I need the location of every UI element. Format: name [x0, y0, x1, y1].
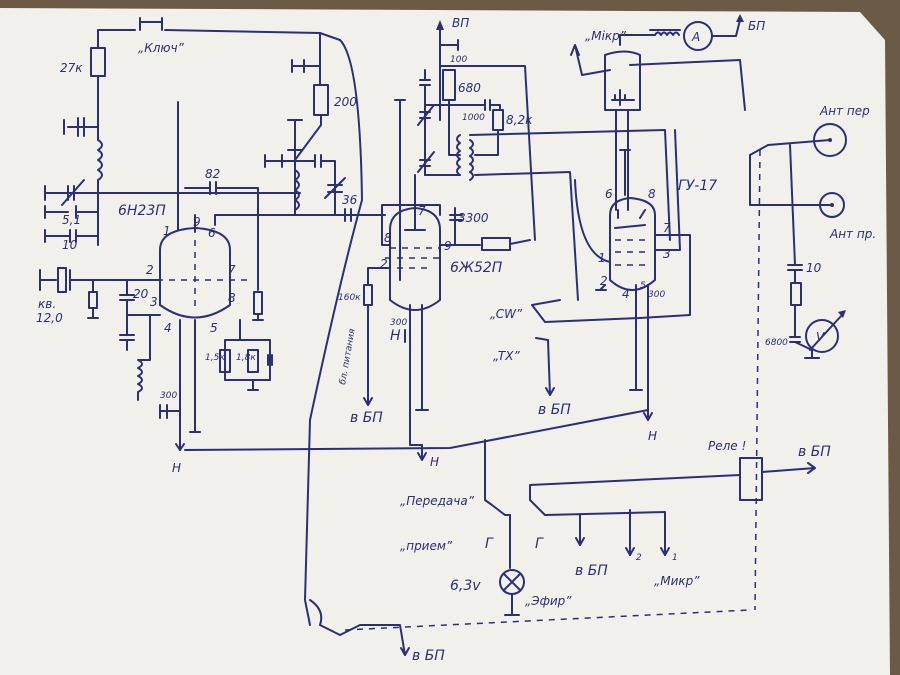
- svg-text:7: 7: [663, 221, 671, 235]
- svg-text:8: 8: [648, 187, 656, 201]
- c-20-label: 20: [133, 287, 149, 301]
- crystal-label: кв.: [38, 297, 56, 311]
- r-15k-label: 1,5к: [205, 353, 225, 363]
- c-100-label: 100: [450, 55, 467, 65]
- ammeter-label: A: [691, 30, 700, 44]
- antenna-rx-connector: [819, 192, 845, 218]
- c-10-ant-label: 10: [806, 261, 822, 275]
- voltmeter-label: V: [816, 330, 825, 344]
- voltmeter: [805, 319, 839, 353]
- svg-text:1: 1: [163, 224, 171, 238]
- svg-text:4: 4: [164, 321, 172, 335]
- to-psu-bottom: в БП: [412, 648, 445, 664]
- crystal: [57, 267, 67, 293]
- r-680-label: 680: [458, 81, 481, 95]
- svg-text:6: 6: [208, 226, 216, 240]
- svg-text:2: 2: [146, 263, 154, 277]
- c-1000-label: 1000: [462, 113, 485, 123]
- svg-text:6: 6: [605, 187, 613, 201]
- tube-pa-name: ГУ-17: [678, 178, 717, 194]
- to-psu-driver: в БП: [350, 410, 383, 426]
- r-160k-label: 160к: [338, 293, 361, 303]
- c-82-label: 82: [205, 167, 220, 181]
- svg-text:3: 3: [663, 247, 671, 261]
- g1-label: Г: [485, 536, 494, 552]
- on-air-label: „Эфир”: [525, 594, 572, 608]
- pa-stage: „Мікр” A БП 6 8 ГУ-17 7 3 1 2 4 5 300 Н: [184, 14, 765, 451]
- c-6800-label: 6800: [765, 338, 788, 348]
- svg-text:4: 4: [622, 287, 630, 301]
- tube-pa-envelope: [609, 197, 656, 291]
- c-10-label: 10: [62, 238, 78, 252]
- tube-driver-envelope: [389, 207, 441, 311]
- tube-driver-name: 6Ж52П: [450, 260, 503, 276]
- tube-osc-envelope: [159, 227, 231, 319]
- svg-text:8: 8: [384, 231, 392, 245]
- mic-top-label: „Мікр”: [585, 29, 627, 43]
- g2-label: Г: [535, 536, 544, 552]
- relay-label: Реле !: [708, 439, 746, 453]
- c-300-pa-label: 300: [648, 290, 665, 300]
- c-3300-label: 3300: [458, 211, 489, 225]
- c-300-drv-label: 300: [390, 318, 407, 328]
- svg-text:2: 2: [380, 257, 388, 271]
- ant-tx-label: Ант пер: [819, 104, 870, 118]
- r-18k-label: 1,8к: [236, 353, 256, 363]
- svg-text:5: 5: [210, 321, 218, 335]
- svg-text:2: 2: [600, 274, 608, 288]
- antenna-tx-connector: [813, 123, 847, 157]
- key-label: „Ключ”: [138, 41, 185, 55]
- c-36-label: 36: [342, 193, 358, 207]
- cw-label: „CW”: [490, 307, 523, 321]
- c-300-osc-label: 300: [160, 391, 177, 401]
- to-psu-switch: в БП: [575, 563, 608, 579]
- heater-drv: Н: [390, 328, 401, 344]
- mic-pin2: 2: [636, 553, 642, 563]
- relay-section: Реле ! в БП в БП 2 1 „Микр” „Передача” „…: [344, 439, 831, 631]
- svg-text:8: 8: [228, 291, 236, 305]
- paper: [0, 8, 890, 675]
- crystal-freq: 12,0: [36, 311, 63, 325]
- oscillator-stage: „Ключ” 27к 5,1 10 6Н23П 82 1 9 6 2 7 3 8…: [36, 17, 445, 664]
- to-psu-relay: в БП: [798, 444, 831, 460]
- r-200-label: 200: [334, 95, 357, 109]
- tube-osc-name: 6Н23П: [118, 203, 166, 219]
- mic-pin1: 1: [672, 553, 678, 563]
- receive-label: „прием”: [400, 539, 453, 553]
- heater-pa: Н: [648, 429, 657, 443]
- heater-osc: Н: [172, 461, 181, 475]
- to-psu-tx: в БП: [538, 402, 571, 418]
- key-contacts: [139, 17, 163, 31]
- svg-text:7: 7: [228, 263, 236, 277]
- tx-label: „TX”: [493, 349, 520, 363]
- resistor-160k: [363, 284, 373, 306]
- heater-drv-bottom: Н: [430, 455, 439, 469]
- svg-text:5: 5: [640, 281, 646, 291]
- transmit-label: „Передача”: [400, 494, 475, 508]
- ant-rx-label: Ант пр.: [829, 227, 876, 241]
- antenna-section: Ант пер Ант пр. 10 6800 V: [749, 104, 876, 611]
- lamp-voltage: 6,3v: [450, 578, 481, 594]
- vp-top-label: ВП: [452, 16, 469, 30]
- svg-text:9: 9: [444, 239, 452, 253]
- bp-top-label: БП: [748, 19, 765, 33]
- relay-coil: [739, 457, 763, 501]
- svg-text:3: 3: [150, 295, 158, 309]
- svg-text:9: 9: [193, 215, 201, 229]
- mic-bottom-label: „Микр”: [654, 574, 700, 588]
- c-51-label: 5,1: [62, 213, 81, 227]
- r-27k-label: 27к: [60, 61, 83, 75]
- r-82k-label: 8,2к: [506, 113, 533, 127]
- svg-text:7: 7: [418, 204, 426, 218]
